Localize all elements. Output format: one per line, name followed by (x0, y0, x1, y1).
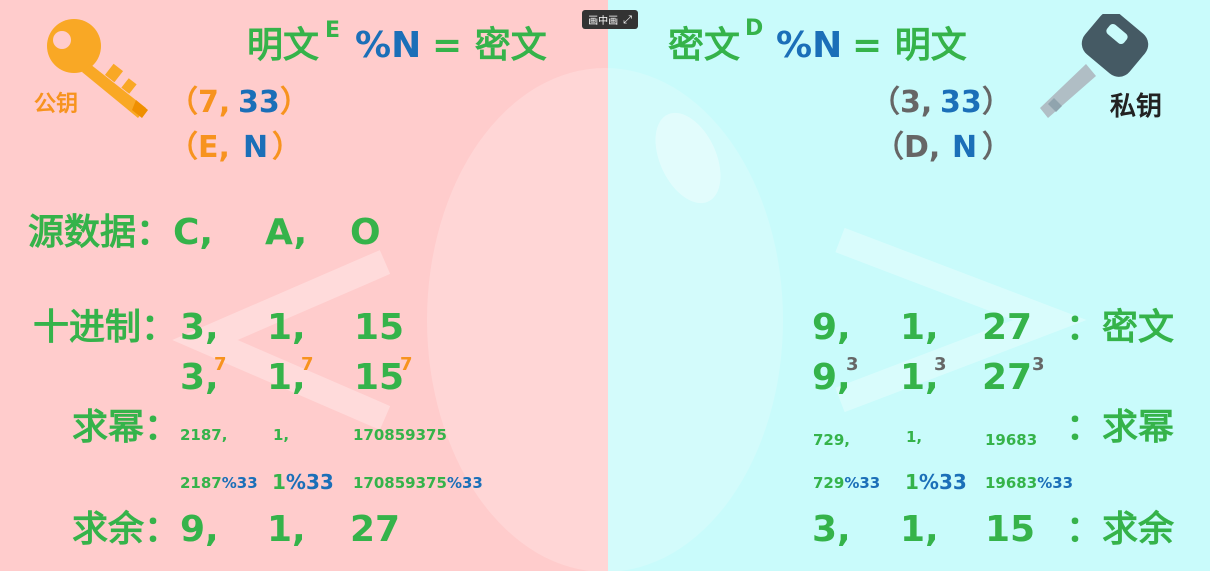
cipher-value: 1, (900, 307, 939, 348)
power-result: 2187, (180, 426, 228, 444)
power-label: ：求幂 (1066, 407, 1175, 448)
power-result: 19683 (985, 431, 1038, 449)
mod-expression: 170859375%33 (353, 474, 483, 492)
power-exponent: 7 (301, 354, 314, 375)
power-exponent: 3 (1032, 354, 1045, 375)
remainder-value: 27 (350, 509, 401, 550)
left-pair1-n: 33 (238, 85, 280, 120)
power-base: 1, (267, 357, 306, 398)
power-exponent: 3 (846, 354, 859, 375)
power-label: 求幂： (72, 407, 181, 448)
power-result: 729, (813, 431, 851, 449)
power-result: 1, (906, 428, 923, 446)
cipher-value: 9, (812, 307, 851, 348)
decimal-value: 3, (180, 307, 219, 348)
dark-key-icon (1040, 14, 1149, 118)
decimal-value: 15 (354, 307, 405, 348)
source-value: C, (173, 212, 214, 253)
public-key-label: 公钥 (34, 92, 79, 117)
left-formula-plaintext: 明文 (247, 25, 320, 66)
left-pair1-e: （7, (168, 85, 231, 120)
mod-expression: 1%33 (905, 470, 967, 494)
remainder-value: 1, (267, 509, 306, 550)
power-base: 9, (812, 357, 851, 398)
remainder-label: ：求余 (1066, 509, 1175, 550)
pip-button[interactable]: 画中画 ⤢ (582, 10, 638, 29)
left-formula-exponent: E (325, 18, 341, 43)
right-formula-ciphertext: 密文 (668, 25, 741, 66)
left-pair1-close: ） (280, 85, 310, 120)
right-pair1-d: （3, (870, 85, 933, 120)
power-exponent: 7 (400, 354, 413, 375)
pip-label: 画中画 (588, 16, 619, 27)
mod-expression: 19683%33 (985, 474, 1074, 492)
mod-expression: 729%33 (813, 474, 881, 492)
right-pair1-n: 33 (940, 85, 982, 120)
power-result: 1, (273, 426, 290, 444)
right-pair2-n: N (952, 130, 978, 165)
cipher-label: ：密文 (1066, 307, 1175, 348)
left-formula-ciphertext: = 密文 (432, 25, 547, 66)
left-panel (0, 0, 608, 571)
right-formula-modulus: %N (776, 25, 843, 66)
power-base: 3, (180, 357, 219, 398)
mod-expression: 1%33 (272, 470, 334, 494)
left-pair2-close: ） (272, 130, 302, 165)
right-pair1-close: ） (982, 85, 1012, 120)
exit-pip-icon: ⤢ (623, 12, 632, 26)
source-value: O (350, 212, 381, 253)
decimal-label: 十进制： (33, 307, 178, 348)
remainder-label: 求余： (72, 509, 181, 550)
power-exponent: 3 (934, 354, 947, 375)
remainder-value: 1, (900, 509, 939, 550)
right-pair2-d: （D, (874, 130, 941, 165)
cipher-value: 27 (982, 307, 1033, 348)
right-panel (608, 0, 1210, 571)
remainder-value: 3, (812, 509, 851, 550)
power-result: 170859375 (353, 426, 447, 444)
remainder-value: 9, (180, 509, 219, 550)
left-pair2-e: （E, (168, 130, 230, 165)
right-formula-plaintext: = 明文 (852, 25, 967, 66)
right-pair2-close: ） (982, 130, 1012, 165)
left-formula-modulus: %N (355, 25, 422, 66)
decimal-value: 1, (267, 307, 306, 348)
source-value: A, (265, 212, 308, 253)
power-base: 27 (982, 357, 1033, 398)
power-base: 15 (354, 357, 405, 398)
right-formula-exponent: D (745, 16, 764, 41)
left-pair2-n: N (243, 130, 269, 165)
private-key-label: 私钥 (1110, 92, 1163, 122)
remainder-value: 15 (985, 509, 1036, 550)
power-exponent: 7 (214, 354, 227, 375)
golden-key-icon (47, 19, 148, 118)
mod-expression: 2187%33 (180, 474, 258, 492)
power-base: 1, (900, 357, 939, 398)
source-label: 源数据： (28, 212, 173, 253)
